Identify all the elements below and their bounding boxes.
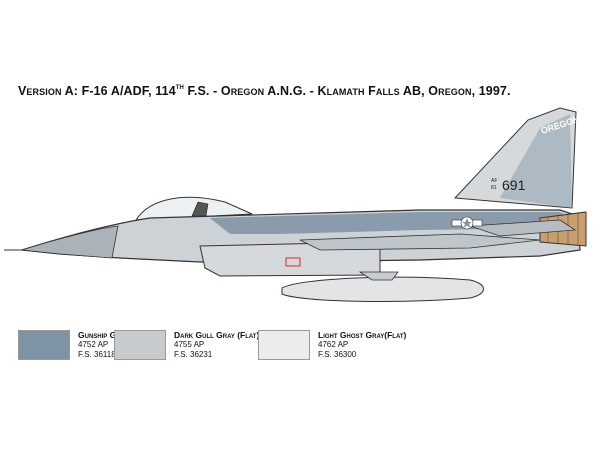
swatch-ap: 4762 AP bbox=[318, 340, 349, 349]
version-title-suffix: F.S. - Oregon A.N.G. - Klamath Falls AB,… bbox=[183, 84, 511, 98]
canopy bbox=[135, 196, 253, 221]
swatch-name: Light Ghost Gray(Flat) bbox=[318, 330, 407, 340]
wing bbox=[299, 233, 541, 251]
tail-fin-blue bbox=[500, 114, 572, 208]
swatch-fs: F.S. 36231 bbox=[174, 350, 213, 359]
nose-cone bbox=[21, 225, 119, 259]
swatch-light-ghost-gray bbox=[258, 330, 310, 360]
version-title-prefix: Version A: F-16 A/ADF, 114 bbox=[18, 84, 176, 98]
version-title-sup: th bbox=[175, 82, 184, 91]
tail-prefix-top: AF bbox=[491, 178, 497, 184]
fuel-tank bbox=[281, 276, 484, 302]
swatch-dark-gull-gray bbox=[114, 330, 166, 360]
swatch-ap: 4752 AP bbox=[78, 340, 109, 349]
pylon bbox=[358, 271, 399, 281]
red-marking bbox=[285, 257, 301, 267]
swatch-name: Dark Gull Gray (Flat) bbox=[174, 330, 260, 340]
tail-prefix-bottom: 81 bbox=[491, 185, 497, 191]
swatch-gunship-gray bbox=[18, 330, 70, 360]
version-title: Version A: F-16 A/ADF, 114th F.S. - Oreg… bbox=[18, 82, 511, 98]
swatch-fs: F.S. 36118 bbox=[78, 350, 116, 359]
horizontal-stabilizer bbox=[469, 219, 577, 237]
swatch-ap: 4755 AP bbox=[174, 340, 205, 349]
swatch-name: Gunship Gray bbox=[78, 330, 129, 340]
swatch-fs: F.S. 36300 bbox=[318, 350, 357, 359]
national-insignia bbox=[451, 216, 483, 230]
f16-side-profile: OREGON AF 81 691 bbox=[4, 107, 587, 302]
tail-number: 691 bbox=[502, 177, 526, 193]
